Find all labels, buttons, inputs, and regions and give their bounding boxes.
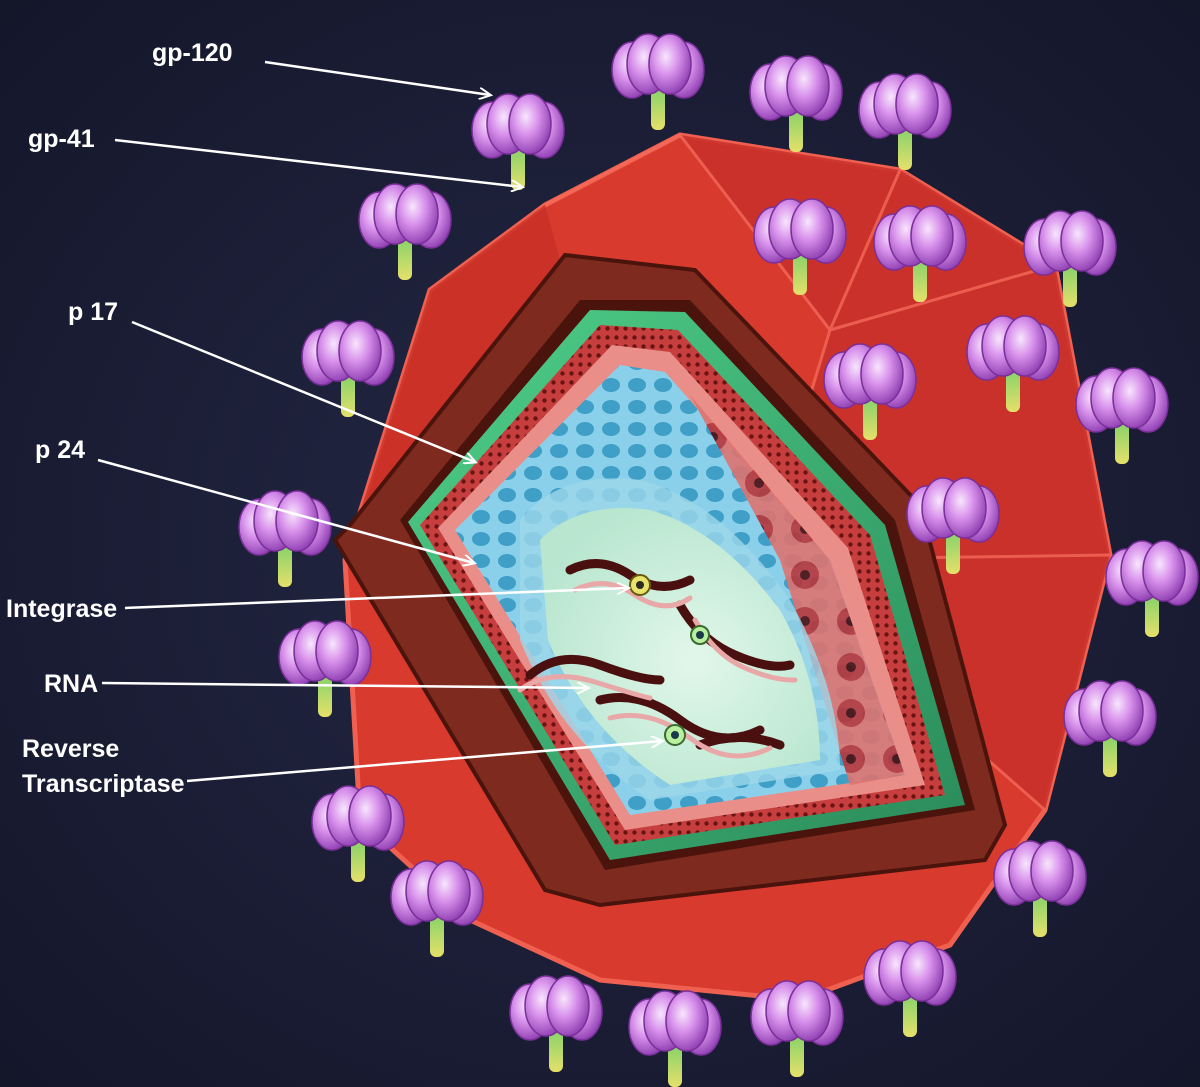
label-p17: p 17 (68, 298, 118, 326)
reverse-transcriptase-enzyme (664, 724, 686, 746)
integrase-enzyme (629, 574, 651, 596)
integrase-arrow (124, 588, 628, 610)
enzyme-dot (690, 625, 710, 645)
p24-arrow (97, 458, 474, 563)
reverse-transcriptase-arrow (186, 741, 662, 783)
leader-lines (97, 60, 662, 783)
labels: gp-120 gp-41 p 17 p 24 Integrase RNA Rev… (6, 39, 233, 798)
rna-strands (517, 559, 798, 759)
label-rna: RNA (44, 670, 98, 698)
label-gp120: gp-120 (152, 39, 233, 67)
rna-arrow (101, 681, 588, 688)
label-gp41: gp-41 (28, 125, 95, 153)
label-p24: p 24 (35, 436, 85, 464)
gp41-arrow (114, 138, 522, 187)
p17-arrow (131, 320, 475, 462)
label-transcriptase: Transcriptase (22, 770, 185, 798)
label-reverse: Reverse (22, 735, 119, 763)
gp120-arrow (264, 60, 490, 95)
label-integrase: Integrase (6, 595, 117, 623)
